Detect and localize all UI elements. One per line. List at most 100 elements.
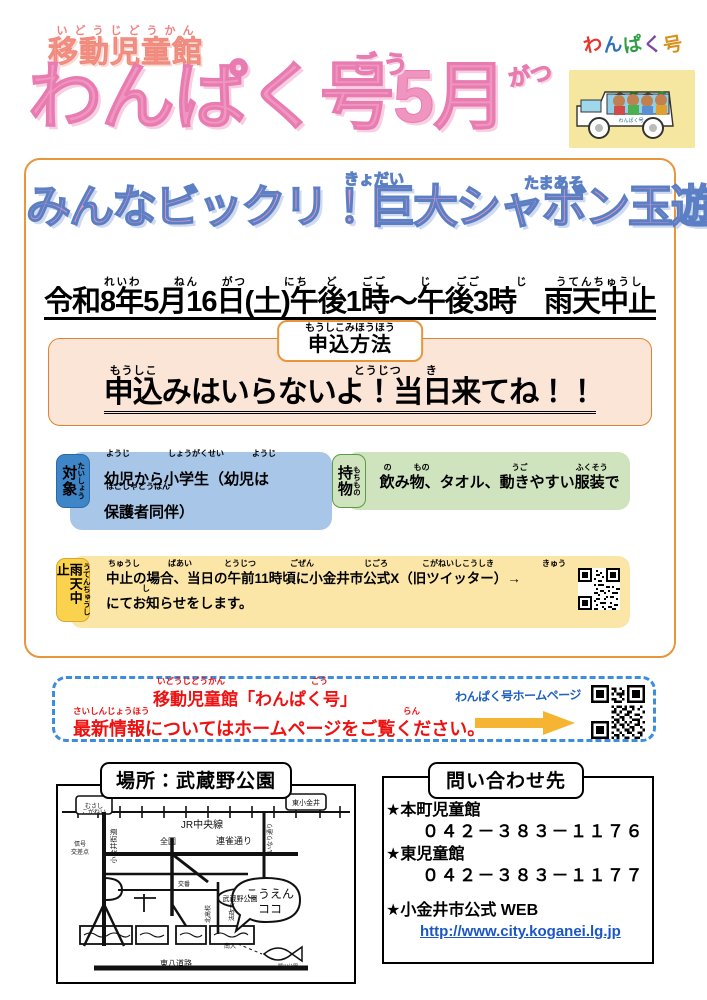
- event-date-ruby-10: うてんちゅうし: [556, 276, 644, 288]
- contact-web-url[interactable]: http://www.city.koganei.lg.jp: [420, 923, 621, 941]
- contact-frame: ★本町児童館 ０４２－３８３－１１７６ ★東児童館 ０４２－３８３－１１７７ ★…: [382, 776, 654, 964]
- bring-ruby-4: ふくそう: [575, 463, 608, 472]
- contact-name-2: ★東児童館: [386, 846, 465, 864]
- bring-body: の もの うご ふくそう 飲み物、タオル、動きやすい服装で: [346, 452, 630, 500]
- rain-line-2-wrap: し にてお知らせをします。: [106, 584, 624, 617]
- sub-title-block: いどうじどうかん 移動児童館: [48, 26, 203, 68]
- rain-cancel-card: 雨天中止 うてんちゅうし ちゅうし ばあい とうじつ ごぜん じごろ こがねいし…: [55, 555, 630, 628]
- svg-text:JR中央線: JR中央線: [181, 818, 223, 831]
- target-tag: 対象 たいしょう: [56, 454, 90, 508]
- event-date-ruby-7: じ: [420, 276, 433, 288]
- contact-phone-2: ０４２－３８３－１１７７: [422, 866, 644, 886]
- application-body-ruby-row: もうしことうじつき: [104, 362, 596, 378]
- event-date-ruby-8: ごご: [456, 276, 481, 288]
- homepage-text-block: いどうじどうかん ごう 移動児童館「わんぱく号」 さいしんじょうほう らん 最新…: [73, 676, 486, 741]
- rain-ruby-5: じごろ: [364, 558, 388, 568]
- contact-name-1: ★本町児童館: [386, 802, 481, 819]
- target-line-1: 幼児から小学生（幼児は: [104, 471, 270, 488]
- homepage-ruby-4: らん: [403, 706, 421, 716]
- event-date-ruby-4: にち: [284, 276, 309, 288]
- truck-char-5: 号: [661, 33, 686, 58]
- homepage-line-2-wrap: さいしんじょうほう らん 最新情報についてはホームページをご覧ください。: [73, 706, 486, 741]
- target-line-2: 保護者同伴）: [104, 503, 195, 521]
- homepage-ruby-3: さいしんじょうほう: [73, 706, 150, 716]
- svg-text:むさし: むさし: [85, 803, 103, 810]
- svg-text:小金井街道: 小金井街道: [109, 829, 118, 864]
- bring-text: 飲み物、タオル、動きやすい服装で: [379, 474, 620, 491]
- truck-image: わんぱく号: [569, 70, 695, 148]
- event-date-ruby-row: れいわねんがつにちどごごじごごじうてんちゅうし: [26, 274, 674, 288]
- target-ruby-3: ようじ: [252, 449, 276, 458]
- bring-line-wrap: の もの うご ふくそう 飲み物、タオル、動きやすい服装で: [379, 463, 622, 494]
- application-ruby-3: き: [425, 365, 438, 378]
- homepage-line-1: 移動児童館「わんぱく号」: [153, 690, 357, 709]
- homepage-line-2: 最新情報についてはホームページをご覧ください。: [73, 719, 486, 739]
- rain-ruby-7: きゅう: [542, 558, 566, 568]
- target-ruby-2: しょうがくせい: [168, 449, 224, 458]
- application-ruby-1: もうしこ: [109, 365, 158, 378]
- rain-ruby-3: とうじつ: [224, 558, 256, 568]
- info-row-rain: 雨天中止 うてんちゅうし ちゅうし ばあい とうじつ ごぜん じごろ こがねいし…: [55, 555, 630, 628]
- svg-text:こうえん: こうえん: [246, 887, 294, 901]
- rain-cancel-tag: 雨天中止 うてんちゅうし: [55, 557, 92, 622]
- arrow-svg: [475, 711, 575, 735]
- qr-code-x-twitter[interactable]: [578, 567, 620, 610]
- map-bubble: こうえん ココ: [230, 876, 302, 934]
- event-date-ruby-1: れいわ: [104, 276, 142, 288]
- target-tag-ruby: たいしょう: [76, 462, 86, 500]
- contact-web-label: ★小金井市公式 WEB: [386, 902, 539, 920]
- target-line-1-wrap: ようじ しょうがくせい ようじ 幼児から小学生（幼児は: [104, 449, 324, 491]
- svg-text:東八道路: 東八道路: [160, 958, 192, 968]
- application-section: もうしこみほうほう 申込方法 もうしことうじつき 申込みはいらないよ！当日来てね…: [48, 320, 652, 426]
- target-body: ようじ しょうがくせい ようじ 幼児から小学生（幼児は ほごしゃどうはん 保護者…: [70, 449, 332, 530]
- poster-header: いどうじどうかん 移動児童館 わんぱく号5月 ごう がつ わんぱく号: [0, 0, 707, 152]
- svg-text:武蔵野公園: 武蔵野公園: [223, 894, 258, 903]
- truck-svg: わんぱく号: [569, 70, 695, 148]
- main-title-ruby-go: ごう: [351, 51, 415, 80]
- target-ruby-4: ほごしゃどうはん: [106, 481, 170, 491]
- svg-text:信号: 信号: [74, 840, 86, 848]
- svg-text:こがねい: こがねい: [82, 808, 106, 816]
- map-tag-label: 場所：武蔵野公園: [100, 762, 293, 799]
- svg-text:交差点: 交差点: [71, 848, 89, 856]
- bring-card: 持物 もちもの の もの うご ふくそう 飲み物、タオル、動きやすい服装で: [331, 452, 630, 510]
- homepage-line-1-wrap: いどうじどうかん ごう 移動児童館「わんぱく号」: [73, 676, 485, 710]
- svg-text:東小金井: 東小金井: [292, 798, 320, 807]
- contact-tag-label: 問い合わせ先: [428, 762, 585, 799]
- target-ruby-1: ようじ: [106, 449, 130, 458]
- svg-text:全園: 全園: [160, 836, 176, 846]
- bring-tag: 持物 もちもの: [331, 454, 366, 508]
- rain-cancel-tag-ruby: うてんちゅうし: [82, 563, 92, 616]
- truck-title-text: わんぱく号: [569, 30, 697, 70]
- rain-cancel-body: ちゅうし ばあい とうじつ ごぜん じごろ こがねいしこうしき きゅう 中止の場…: [70, 556, 630, 625]
- application-tag-label: 申込方法: [307, 334, 392, 356]
- main-content-frame: きょだい たまあそ みんなビックリ！巨大シャボン玉遊び れいわねんがつにちどごご…: [24, 158, 707, 658]
- event-title-text: みんなビックリ！巨大シャボン玉遊び: [25, 181, 707, 232]
- sub-title-ruby: いどうじどうかん: [56, 25, 201, 37]
- bring-ruby-1: の: [383, 463, 392, 472]
- map-svg: こうえん ココ JR中央線 むさし こがねい 東小金井 連雀通り 全園 信号 交…: [58, 786, 354, 982]
- homepage-right-label: わんぱく号ホームページ: [454, 687, 582, 705]
- wanpaku-truck-illustration: わんぱく号 わんぱく号: [569, 30, 697, 148]
- sub-title-text: 移動児童館: [48, 36, 203, 69]
- rain-ruby-6: こがねいしこうしき: [422, 558, 494, 568]
- homepage-ruby-2: ごう: [311, 676, 329, 686]
- svg-text:ココ: ココ: [258, 902, 282, 916]
- main-title-text: わんぱく号5月: [27, 55, 507, 138]
- rain-line-2: にてお知らせをします。: [106, 596, 253, 612]
- rain-line-1-wrap: ちゅうし ばあい とうじつ ごぜん じごろ こがねいしこうしき きゅう 中止の場…: [106, 559, 624, 592]
- event-date-text: 令和8年5月16日(土)午後1時〜午後3時 雨天中止: [43, 287, 657, 321]
- qr-code-homepage[interactable]: [591, 685, 645, 739]
- hand-drawn-area-map: こうえん ココ JR中央線 むさし こがねい 東小金井 連雀通り 全園 信号 交…: [56, 784, 356, 984]
- svg-text:野川公園: 野川公園: [278, 963, 298, 970]
- svg-text:南入: 南入: [224, 942, 236, 950]
- application-tag-ruby: もうしこみほうほう: [305, 323, 395, 334]
- info-row-primary: 対象 たいしょう ようじ しょうがくせい ようじ 幼児から小学生（幼児は ほごし…: [56, 449, 630, 530]
- bring-tag-label: 持物: [335, 465, 353, 497]
- main-title-block: わんぱく号5月: [27, 55, 507, 138]
- contact-phone-1: ０４２－３８３－１１７６: [422, 822, 644, 842]
- svg-text:法政大: 法政大: [228, 903, 236, 921]
- event-title-ruby-kyodai: きょだい: [343, 171, 405, 189]
- event-date-block: れいわねんがつにちどごごじごごじうてんちゅうし 令和8年5月16日(土)午後1時…: [26, 274, 674, 321]
- right-arrow-icon: [475, 711, 575, 735]
